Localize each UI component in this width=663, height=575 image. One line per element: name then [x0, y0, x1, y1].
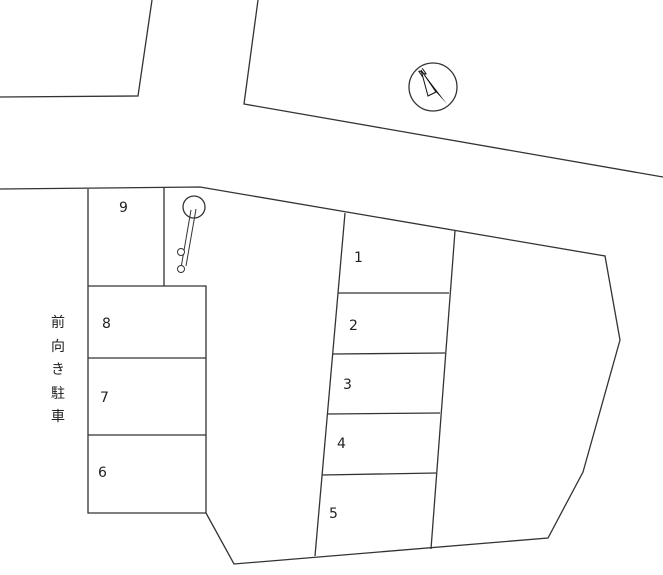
space-4-label: 4	[337, 436, 346, 452]
right-column-left-edge	[314, 212, 346, 557]
front-parking-note: 前 向 き 駐 車	[48, 312, 68, 430]
right-column-right-edge	[430, 230, 456, 550]
left-column-outline	[87, 189, 207, 514]
space-9-label: 9	[119, 200, 128, 216]
space-6-label: 6	[98, 465, 107, 481]
space-3-label: 3	[343, 377, 352, 393]
space-7-label: 7	[100, 390, 109, 406]
utility-pole-icon	[177, 195, 206, 273]
space-5-label: 5	[329, 506, 338, 522]
neighbor-lot-top-right	[243, 0, 663, 178]
space-2-label: 2	[349, 318, 358, 334]
divider-2-3	[332, 352, 446, 355]
note-char: 向	[51, 338, 65, 355]
divider-3-4	[327, 412, 441, 415]
neighbor-lot-top-left	[0, 0, 153, 98]
divider-4-5	[321, 472, 437, 476]
site-boundary	[0, 186, 621, 565]
note-char: 前	[51, 315, 65, 331]
note-char: き	[51, 362, 65, 378]
compass-icon: N	[408, 62, 458, 112]
space-1-label: 1	[354, 250, 363, 266]
note-char: 車	[51, 409, 65, 425]
note-char: 駐	[51, 385, 65, 402]
space-8-label: 8	[102, 316, 111, 332]
